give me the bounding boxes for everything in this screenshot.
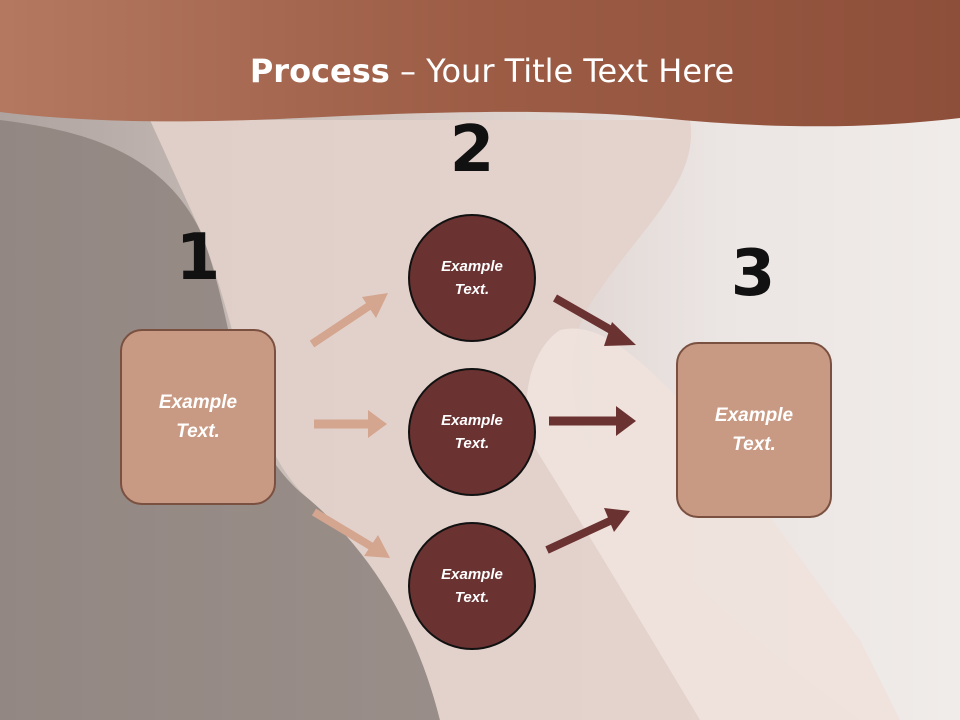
step-circle-bottom-text: Example Text.: [441, 566, 503, 606]
step-box-3: Example Text.: [676, 342, 832, 518]
step-number-3: 3: [730, 237, 776, 311]
step-box-1: Example Text.: [120, 329, 276, 505]
arrow-middle-to-3: [549, 406, 636, 436]
arrow-1-to-middle: [314, 410, 387, 438]
arrow-top-to-3: [553, 294, 636, 346]
step-circle-bottom: Example Text.: [408, 522, 536, 650]
step-number-1: 1: [175, 221, 221, 295]
slide-title: Process – Your Title Text Here: [0, 52, 960, 90]
step-circle-top-text: Example Text.: [441, 258, 503, 298]
arrow-bottom-to-3: [545, 508, 630, 554]
arrow-1-to-bottom: [311, 508, 390, 558]
step-box-3-text: Example Text.: [714, 405, 794, 455]
title-rest: – Your Title Text Here: [389, 52, 735, 90]
step-circle-top: Example Text.: [408, 214, 536, 342]
step-circle-middle: Example Text.: [408, 368, 536, 496]
arrow-1-to-top: [309, 293, 388, 348]
step-circle-middle-text: Example Text.: [441, 412, 503, 452]
step-box-1-text: Example Text.: [158, 392, 238, 442]
step-number-2: 2: [449, 113, 495, 187]
title-bold: Process: [249, 52, 390, 90]
